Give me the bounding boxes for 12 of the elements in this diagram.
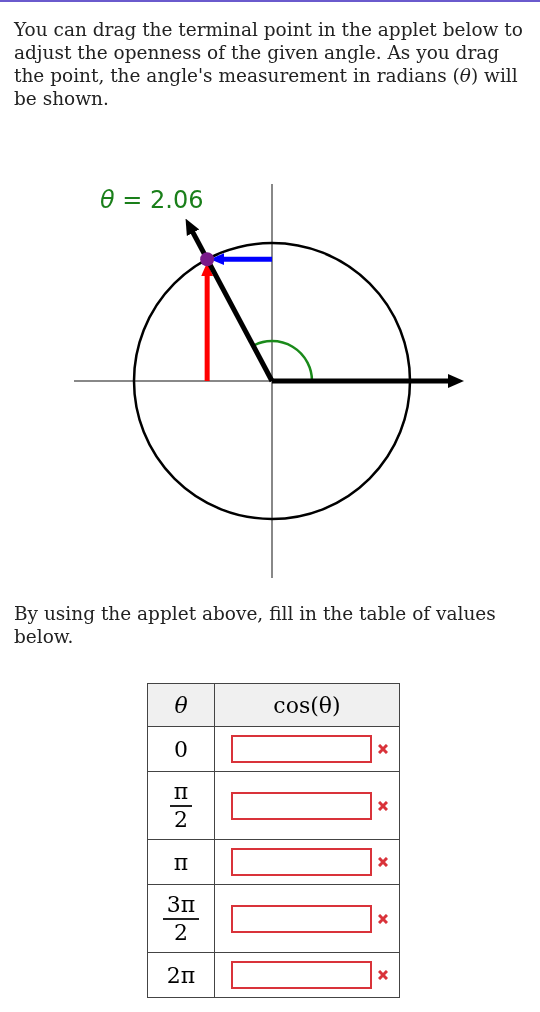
numerator: 3π (162, 891, 200, 920)
header-cell: θ (147, 683, 215, 727)
header-cell: cos(θ) (214, 683, 400, 727)
math-value: 2π (166, 962, 196, 988)
instruction-text: By using the applet above, fill in the table of values below. (14, 602, 497, 648)
numerator: π (169, 778, 193, 807)
math-value: π (173, 849, 189, 875)
denominator: 2 (174, 919, 188, 946)
math-value: 0 (174, 736, 188, 762)
denominator: 2 (174, 806, 188, 833)
instruction-text: You can drag the terminal point in the applet below to adjust the openness of the given angle. As you drag the point, the angle's measurement in radians (θ) will be shown. (14, 18, 524, 110)
angle-label: θ = 2.06 (100, 186, 204, 214)
